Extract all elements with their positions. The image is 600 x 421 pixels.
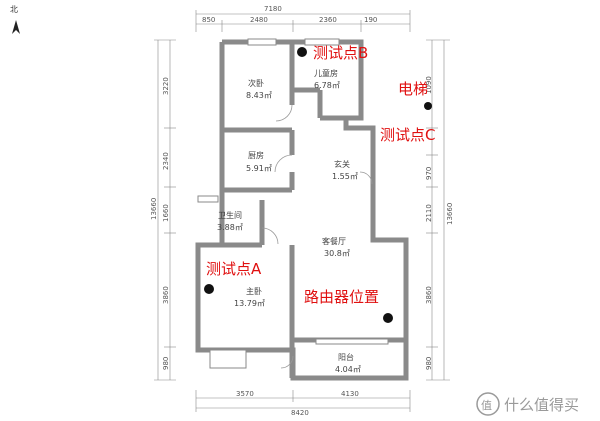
dim-right-seg-2: 970 (425, 167, 433, 180)
room-name-balcony: 阳台 (338, 352, 354, 362)
room-name-entrance: 玄关 (334, 159, 350, 169)
room-name-living: 客餐厅 (322, 236, 346, 246)
room-name-bedroom2: 次卧 (248, 78, 264, 88)
watermark-logo-char: 值 (481, 399, 492, 412)
room-area-kids: 6.78㎡ (314, 81, 340, 90)
room-area-bedroom2: 8.43㎡ (246, 91, 272, 100)
dim-right-seg-5: 980 (425, 357, 433, 370)
label-test-point-c: 测试点C (380, 126, 435, 144)
dim-right-seg-1: 1090 (425, 76, 433, 94)
north-arrow-icon (12, 20, 20, 34)
dim-left-seg-3: 1660 (162, 204, 170, 222)
label-router-position: 路由器位置 (304, 288, 379, 306)
dim-left-seg-2: 2340 (162, 152, 170, 170)
dim-bottom-seg-2: 4130 (341, 390, 359, 398)
dim-left: 13660 3220 2340 1660 3860 980 (150, 77, 170, 370)
dim-top-seg-1: 850 (202, 16, 215, 24)
dim-top-total: 7180 (264, 5, 282, 13)
room-area-bathroom: 3.88㎡ (217, 223, 243, 232)
room-name-kitchen: 厨房 (248, 150, 264, 160)
dot-test-point-b (297, 47, 307, 57)
room-name-bathroom: 卫生间 (218, 210, 242, 220)
label-elevator: 电梯 (398, 80, 428, 98)
label-test-point-a: 测试点A (206, 260, 262, 278)
dim-right-seg-3: 2110 (425, 204, 433, 222)
room-area-entrance: 1.55㎡ (332, 172, 358, 181)
watermark-text: 什么值得买 (504, 396, 579, 414)
room-name-master: 主卧 (246, 286, 262, 296)
label-test-point-b: 测试点B (313, 44, 368, 62)
dim-bottom-seg-1: 3570 (236, 390, 254, 398)
dimension-lines (154, 10, 450, 412)
north-label: 北 (10, 5, 18, 14)
dim-right: 13660 1090 970 2110 3860 980 (425, 76, 454, 370)
dot-router (383, 313, 393, 323)
windows (197, 38, 389, 369)
dim-top-seg-2: 2480 (250, 16, 268, 24)
watermark-logo-icon: 值 (476, 392, 500, 416)
dim-bottom-total: 8420 (291, 409, 309, 417)
dim-right-total: 13660 (446, 203, 454, 225)
door-arcs (261, 104, 373, 369)
dim-left-seg-1: 3220 (162, 77, 170, 95)
room-name-kids: 儿童房 (314, 68, 338, 78)
dim-right-seg-4: 3860 (425, 286, 433, 304)
room-area-kitchen: 5.91㎡ (246, 164, 272, 173)
room-area-balcony: 4.04㎡ (335, 365, 361, 374)
dim-left-seg-4: 3860 (162, 286, 170, 304)
dim-top-seg-3: 2360 (319, 16, 337, 24)
dot-test-point-a (204, 284, 214, 294)
dim-left-total: 13660 (150, 198, 158, 220)
dot-elevator (424, 102, 432, 110)
dim-top-seg-4: 190 (364, 16, 377, 24)
dim-left-seg-5: 980 (162, 357, 170, 370)
walls (195, 39, 409, 381)
room-area-master: 13.79㎡ (234, 299, 265, 308)
room-area-living: 30.8㎡ (324, 249, 350, 258)
